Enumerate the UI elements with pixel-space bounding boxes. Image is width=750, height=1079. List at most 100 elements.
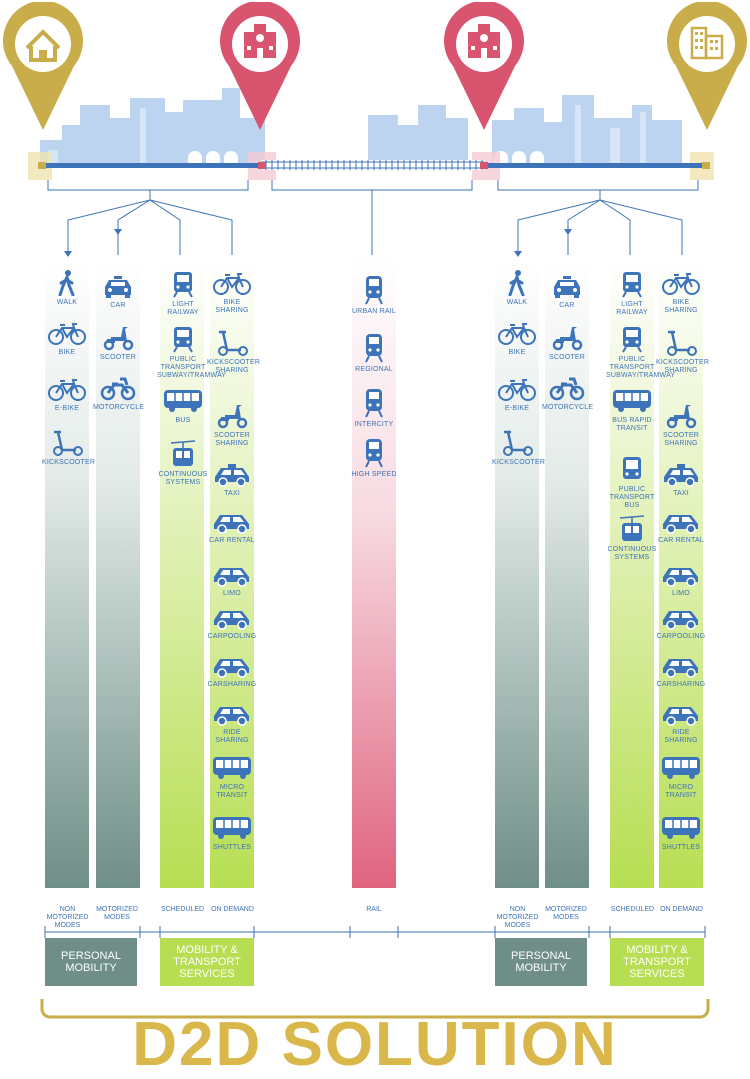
mode-item: E-BIKE [42,378,92,413]
mode-item: SCOOTER [93,325,143,362]
tag-services-left: MOBILITY & TRANSPORT SERVICES [160,938,254,986]
car-icon [656,563,706,587]
mode-label: CONTINUOUS SYSTEMS [158,471,208,486]
bus-icon [656,815,706,841]
mode-label: LIMO [223,590,241,597]
bus-icon [157,388,209,414]
mode-item: SCOOTER SHARING [207,403,257,448]
mode-label: SCOOTER [548,354,585,361]
mode-label: CAR RENTAL [209,537,255,544]
mode-label: LIGHT RAILWAY [616,301,648,316]
walk-icon [42,270,92,296]
mode-label: URBAN RAIL [351,308,396,315]
mode-item: CARPOOLING [656,606,706,641]
tram-icon [606,325,658,353]
mode-label: BUS RAPID TRANSIT [612,417,652,432]
mode-label: KICKSCOOTER SHARING [656,359,710,374]
mode-label: CONTINUOUS SYSTEMS [607,546,657,561]
motorcycle-icon [542,375,592,401]
mode-label: RIDE SHARING [664,729,698,744]
mode-label: MOTORCYCLE [93,404,145,411]
mode-label: LIGHT RAILWAY [167,301,199,316]
taxi-icon [207,463,257,487]
mode-label: CARPOOLING [207,633,257,640]
label-non-motorized-right: NON MOTORIZED MODES [496,906,539,929]
mode-label: LIMO [672,590,690,597]
car-icon [656,510,706,534]
mode-label: CARPOOLING [656,633,706,640]
label-on-demand-left: ON DEMAND [211,906,254,913]
category-divider-lines [44,926,706,938]
mode-label: CAR RENTAL [658,537,704,544]
kickscooter-icon [207,330,257,356]
kickscooter-icon [42,430,92,456]
station-b-school-pin-icon [444,2,524,130]
mode-label: BUS [175,417,191,424]
mode-label: KICKSCOOTER [492,459,546,466]
mode-label: CARSHARING [656,681,706,688]
bus-icon [207,815,257,841]
car-icon [656,654,706,678]
label-scheduled-right: SCHEDULED [610,906,655,913]
mode-item: CARPOOLING [207,606,257,641]
car-icon [207,702,257,726]
mode-item: CONTINUOUS SYSTEMS [157,440,209,487]
cable-car-icon [157,440,209,468]
mode-label: SHUTTLES [212,844,252,851]
mode-label: E-BIKE [504,405,530,412]
bike-icon [492,322,542,346]
mode-item: LIMO [207,563,257,598]
taxi-icon [656,463,706,487]
train-icon [349,438,399,468]
tag-personal-mobility-right: PERSONAL MOBILITY [495,938,587,986]
origin-home-pin-icon [3,2,83,130]
mode-item: SHUTTLES [207,815,257,852]
motorcycle-icon [93,375,143,401]
mode-label: BIKE [508,349,526,356]
mode-label: SCOOTER SHARING [213,432,250,447]
scooter-icon [656,403,706,429]
mode-item: BIKE [42,322,92,357]
scooter-icon [542,325,592,351]
mode-item: BIKE SHARING [207,272,257,315]
mode-label: TAXI [224,490,240,497]
d2d-bracket [40,999,710,1019]
mode-item: KICKSCOOTER [42,430,95,467]
mode-item: WALK [492,270,542,307]
bus-icon [606,388,658,414]
mode-item: BUS RAPID TRANSIT [606,388,658,433]
mode-label: INTERCITY [354,421,394,428]
mode-label: MICRO TRANSIT [216,784,248,799]
label-scheduled-left: SCHEDULED [160,906,205,913]
mode-item: SCOOTER SHARING [656,403,706,448]
mode-label: KICKSCOOTER SHARING [207,359,261,374]
walk-icon [492,270,542,296]
mode-label: SCOOTER [99,354,136,361]
mode-item: LIGHT RAILWAY [157,270,209,317]
mode-item: MICRO TRANSIT [207,755,257,800]
mode-label: MOTORCYCLE [542,404,594,411]
mode-item: CAR RENTAL [656,510,706,545]
tram-icon [157,270,209,298]
mode-item: TAXI [656,463,706,498]
mode-item: INTERCITY [349,388,399,429]
kickscooter-icon [656,330,706,356]
mode-label: PUBLIC TRANSPORT SUBWAY/TRAMWAY [606,356,676,379]
mode-label: CAR [110,302,126,309]
mode-item: RIDE SHARING [207,702,257,745]
mode-item: TAXI [207,463,257,498]
scooter-icon [207,403,257,429]
car-icon [656,702,706,726]
station-a-school-pin-icon [220,2,300,130]
destination-building-pin-icon [667,2,747,130]
bike-icon [42,322,92,346]
mode-label: PUBLIC TRANSPORT BUS [609,486,655,509]
mode-item: URBAN RAIL [349,275,399,316]
mode-label: MICRO TRANSIT [665,784,697,799]
connector-lines [47,180,699,257]
d2d-solution-title: D2D SOLUTION [132,1010,618,1079]
mode-label: BIKE [58,349,76,356]
bus-icon [606,455,658,483]
mode-label: BIKE SHARING [215,299,249,314]
mode-label: RIDE SHARING [215,729,249,744]
